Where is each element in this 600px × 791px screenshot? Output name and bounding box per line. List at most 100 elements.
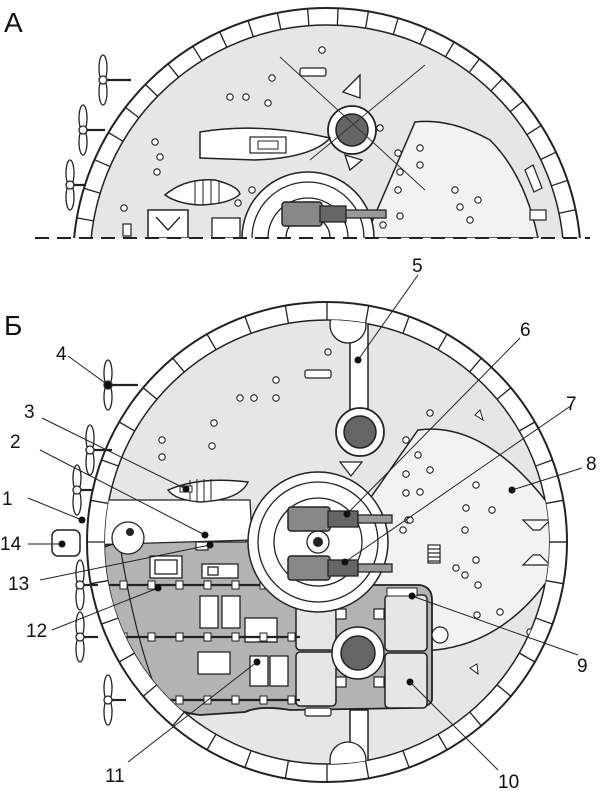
deck-fitting — [394, 186, 402, 194]
boilers — [295, 594, 428, 709]
deck-fitting — [456, 203, 464, 211]
deck-fitting — [416, 488, 424, 496]
deck-fitting — [474, 581, 482, 589]
gun-a-barrel — [345, 209, 387, 219]
boiler-hatch — [386, 587, 418, 597]
gun-a-mantlet — [319, 205, 347, 223]
view-b-label: Б — [4, 310, 22, 341]
shaft-bearing — [231, 632, 240, 642]
deck-fitting — [394, 149, 402, 157]
callout-12: 12 — [26, 621, 47, 642]
hull-segment-tick — [118, 421, 136, 432]
view-b: Б — [0, 256, 597, 791]
callout-9: 9 — [577, 656, 588, 677]
callout-2: 2 — [10, 432, 21, 453]
hull-segment-tick — [142, 684, 158, 697]
deck-fitting — [451, 186, 459, 194]
funnel-a-stay-2 — [309, 64, 426, 161]
shaft-bearing — [175, 580, 184, 590]
deckhouse-a — [147, 209, 189, 238]
funnel-a-stay — [279, 56, 426, 191]
deck-fitting — [488, 506, 496, 514]
hull-segment-tick — [284, 760, 290, 779]
hull-segment-tick — [469, 711, 482, 727]
fitting-a-right — [524, 164, 543, 193]
deck-fitting — [264, 99, 272, 107]
deck-fittings-b — [158, 348, 534, 636]
hull-segment-tick — [76, 217, 94, 222]
callout-13: 13 — [8, 574, 29, 595]
hatch-b-round — [431, 626, 449, 644]
hull-segment-tick — [526, 124, 542, 136]
hull-segment-tick — [108, 132, 124, 142]
hull-segment-tick — [101, 459, 119, 467]
hull-segment-tick — [244, 750, 252, 768]
hull-segment-tick — [167, 63, 180, 78]
hull-segment-tick — [518, 421, 536, 432]
view-a-label: А — [4, 7, 23, 38]
deck-fitting — [379, 221, 387, 229]
deck-fitting — [234, 199, 242, 207]
leader-dots — [58, 356, 516, 686]
hull-segment-tick — [276, 12, 282, 30]
callout-1: 1 — [2, 489, 13, 510]
hull-segment-tick — [94, 159, 111, 168]
deck-fitting — [248, 186, 256, 194]
deckhouse-a-2 — [211, 217, 241, 238]
shaft-bearing — [147, 580, 156, 590]
propeller-hub — [75, 632, 85, 642]
deck-fitting — [156, 153, 164, 161]
boat-b-ribs — [189, 479, 212, 502]
hull-segment-tick — [437, 333, 448, 351]
hull-segment-tick — [172, 357, 185, 373]
hull-segment-tick — [336, 8, 339, 26]
shaft-bearing — [203, 632, 212, 642]
hull-segment-tick — [364, 760, 370, 779]
grate — [427, 544, 441, 564]
deck-fitting — [426, 409, 434, 417]
callout-14: 14 — [0, 534, 22, 555]
hull-segment-tick — [419, 28, 428, 45]
boat-a-small-ribs — [194, 180, 220, 205]
anchor-windlass — [111, 521, 145, 555]
hull-segment-tick — [540, 151, 557, 161]
hull-segment-tick — [144, 83, 159, 97]
shaft-bearing — [147, 632, 156, 642]
deck-fitting — [158, 436, 166, 444]
hull-segment-tick — [563, 240, 580, 241]
capstan-hub — [126, 528, 134, 536]
shaft-bearing — [259, 695, 268, 705]
hull-segment-tick — [545, 579, 564, 585]
callout-5: 5 — [412, 256, 423, 277]
callout-8: 8 — [586, 454, 597, 475]
hull-segment-tick — [90, 579, 109, 585]
callout-6: 6 — [520, 320, 531, 341]
deck-fitting — [318, 46, 326, 54]
deck-fitting — [272, 376, 280, 384]
shaft-bearing — [231, 580, 240, 590]
deck-fitting — [462, 504, 470, 512]
callout-4: 4 — [56, 344, 67, 365]
deck-fitting — [153, 168, 161, 176]
cowl-b-3 — [469, 663, 479, 676]
deck-fitting — [416, 144, 424, 152]
hull-a-segment-ticks — [76, 8, 580, 241]
hull-segment-tick — [364, 305, 370, 324]
mast-disc-top — [329, 320, 367, 344]
cowl-a — [341, 73, 361, 99]
hull-segment-tick — [83, 187, 101, 194]
hull-segment-tick — [535, 617, 553, 625]
deck-fitting — [426, 466, 434, 474]
deck-fitting — [396, 168, 404, 176]
hull-segment-tick — [402, 316, 410, 334]
hull-b-segment-ticks — [87, 302, 567, 782]
hull-segment-tick — [469, 357, 482, 373]
deckhouse-a-mark — [155, 216, 181, 231]
deck-fitting — [402, 470, 410, 478]
hull-segment-tick — [192, 45, 203, 62]
deck-fitting — [496, 608, 504, 616]
vent-b — [304, 369, 332, 379]
hull-segment-tick — [206, 333, 217, 351]
hull-segment-tick — [468, 58, 480, 73]
